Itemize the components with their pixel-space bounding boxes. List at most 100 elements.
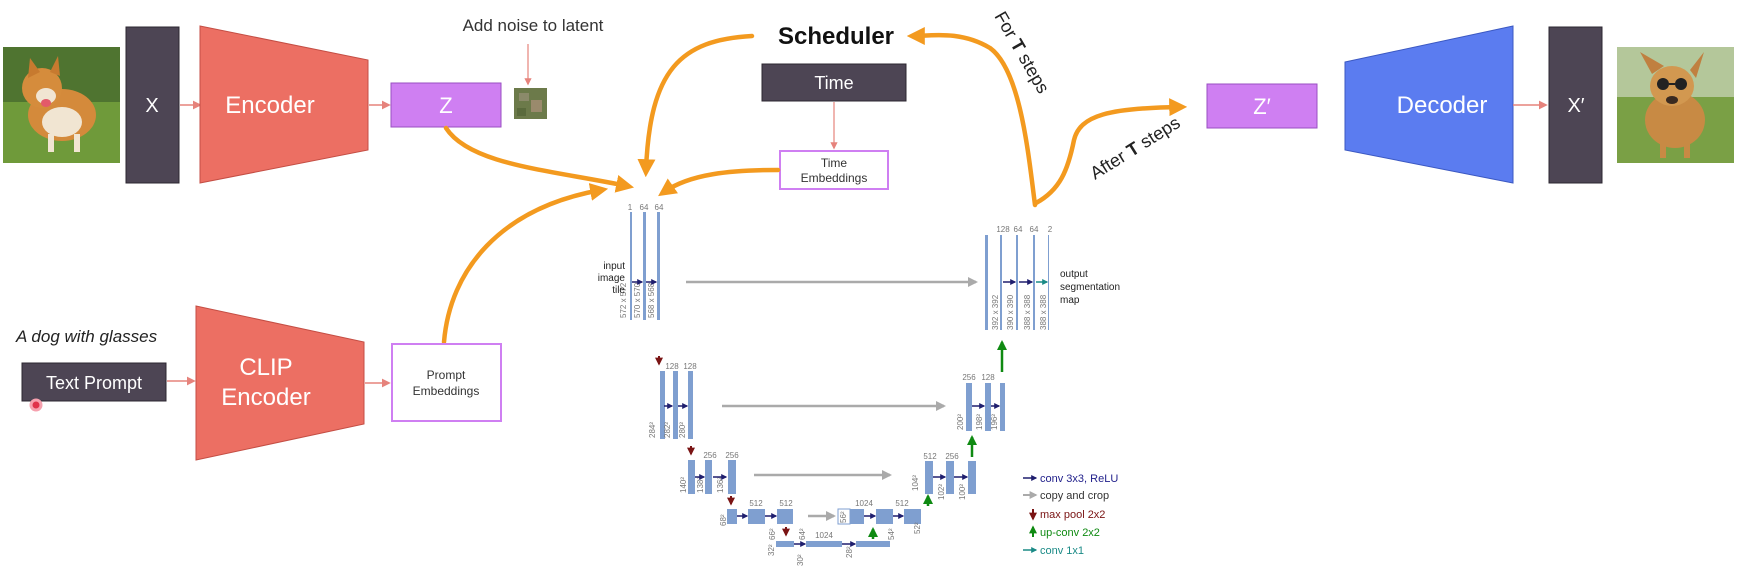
unet-bar — [904, 509, 921, 524]
z-box — [390, 82, 502, 128]
unet-size-label: 198² — [975, 414, 984, 430]
prompt-text: A dog with glasses — [15, 327, 158, 346]
unet-channel-label: 512 — [779, 499, 793, 508]
legend-maxpool-label: max pool 2x2 — [1040, 509, 1105, 521]
unet-channel-label: 256 — [725, 451, 739, 460]
time-label: Time — [814, 73, 853, 93]
unet-bar — [688, 460, 695, 494]
unet-bar — [968, 461, 976, 494]
unet-input-label: tile — [612, 285, 625, 296]
prompt-embeddings-box — [391, 343, 502, 422]
legend-upconv-label: up-conv 2x2 — [1040, 527, 1100, 539]
unet-bar — [748, 509, 765, 524]
unet-bar — [728, 460, 736, 494]
unet-legend: conv 3x3, ReLU copy and crop max pool 2x… — [1023, 473, 1118, 557]
unet-size-label: 388 x 388 — [1023, 294, 1032, 330]
clip-encoder-block — [195, 305, 365, 461]
after-steps-suffix: steps — [1132, 112, 1183, 154]
scheduler-to-unet-arrow — [637, 33, 755, 178]
z-label: Z — [439, 93, 452, 118]
decoder-label: Decoder — [1397, 92, 1488, 119]
after-steps-arrow — [1033, 98, 1188, 206]
noisy-latent-thumbnail — [514, 88, 547, 119]
unet-bar — [850, 509, 864, 524]
unet-channel-label: 512 — [749, 499, 763, 508]
xprime-label: X′ — [1567, 95, 1584, 117]
unet-size-label: 140² — [679, 477, 688, 493]
cursor-indicator — [29, 398, 43, 412]
unet-size-label: 572 x 572 — [619, 282, 628, 318]
unet-bar — [660, 371, 665, 439]
xprime-box — [1548, 26, 1603, 184]
unet-size-label: 138² — [696, 477, 705, 493]
unet-channel-label: 128 — [683, 362, 697, 371]
unet-size-label: 52² — [913, 522, 922, 534]
unet-channel-label: 128 — [665, 362, 679, 371]
unet-size-label: 32² — [767, 544, 776, 556]
prompt-embedding-to-unet-arrow — [441, 183, 609, 345]
unet-size-label: 54² — [887, 528, 896, 540]
unet-size-label: 30² — [796, 554, 805, 566]
decoder-block — [1344, 25, 1514, 184]
scheduler-label: Scheduler — [778, 23, 894, 50]
clip-label-line1: CLIP — [239, 354, 292, 381]
unet-channel-label: 512 — [923, 452, 937, 461]
unet-channel-label: 512 — [895, 499, 909, 508]
unet-size-label: 104² — [911, 475, 920, 491]
unet-bar — [777, 509, 793, 524]
for-steps-label: For T steps — [991, 8, 1054, 97]
unet-size-label: 56² — [839, 511, 848, 523]
unet-bar — [673, 371, 678, 439]
unet-bar — [806, 541, 842, 547]
unet-size-label: 568 x 568 — [647, 282, 656, 318]
unet-output-label: segmentation — [1060, 282, 1120, 293]
unet-bar — [727, 509, 737, 524]
unet-size-label: 102² — [937, 484, 946, 500]
x-label: X — [145, 95, 158, 117]
unet-output-label: output — [1060, 269, 1088, 280]
unet-size-label: 390 x 390 — [1006, 294, 1015, 330]
time-embeddings-line1: Time — [821, 156, 848, 170]
unet-bar — [630, 212, 632, 320]
unet-bar — [657, 212, 660, 320]
unet-channel-label: 256 — [962, 373, 976, 382]
unet-input-label: image — [598, 273, 626, 284]
unet-channel-label: 64 — [655, 203, 664, 212]
legend-conv-label: conv 3x3, ReLU — [1040, 473, 1118, 485]
unet-size-label: 196² — [990, 414, 999, 430]
unet-size-label: 388 x 388 — [1039, 294, 1048, 330]
unet-bar — [946, 461, 954, 494]
time-box — [761, 63, 907, 102]
unet-bar — [776, 541, 794, 547]
unet-size-label: 280² — [678, 422, 687, 438]
unet-channel-label: 64 — [1014, 225, 1023, 234]
unet-size-label: 100² — [958, 484, 967, 500]
unet-size-label: 282² — [663, 422, 672, 438]
unet-size-label: 68² — [719, 514, 728, 526]
unet-channel-label: 2 — [1048, 225, 1053, 234]
text-prompt-label: Text Prompt — [46, 373, 142, 393]
unet-size-label: 284² — [648, 422, 657, 438]
unet-size-label: 64² — [798, 528, 807, 540]
legend-copy-label: copy and crop — [1040, 490, 1109, 502]
input-dog-image — [3, 47, 120, 163]
for-steps-suffix: steps — [1012, 45, 1053, 97]
unet-channel-label: 1024 — [855, 499, 873, 508]
time-embeddings-line2: Embeddings — [801, 171, 868, 185]
unet-bar — [966, 383, 972, 431]
unet-output-label: map — [1060, 295, 1080, 306]
unet-bar — [643, 212, 646, 320]
unet-bar — [985, 383, 991, 431]
unet-bar — [705, 460, 712, 494]
after-steps-label: After T steps — [1087, 112, 1184, 183]
zprime-box — [1206, 83, 1318, 129]
unet-bar — [1000, 383, 1005, 431]
text-prompt-box — [21, 362, 167, 402]
x-box — [125, 26, 180, 184]
loop-back-arrow — [906, 26, 1038, 208]
unet-channel-label: 64 — [1030, 225, 1039, 234]
unet-channel-label: 1 — [628, 203, 633, 212]
unet-bar — [688, 371, 693, 439]
unet-channel-label: 256 — [703, 451, 717, 460]
unet-input-label: input — [603, 261, 625, 272]
